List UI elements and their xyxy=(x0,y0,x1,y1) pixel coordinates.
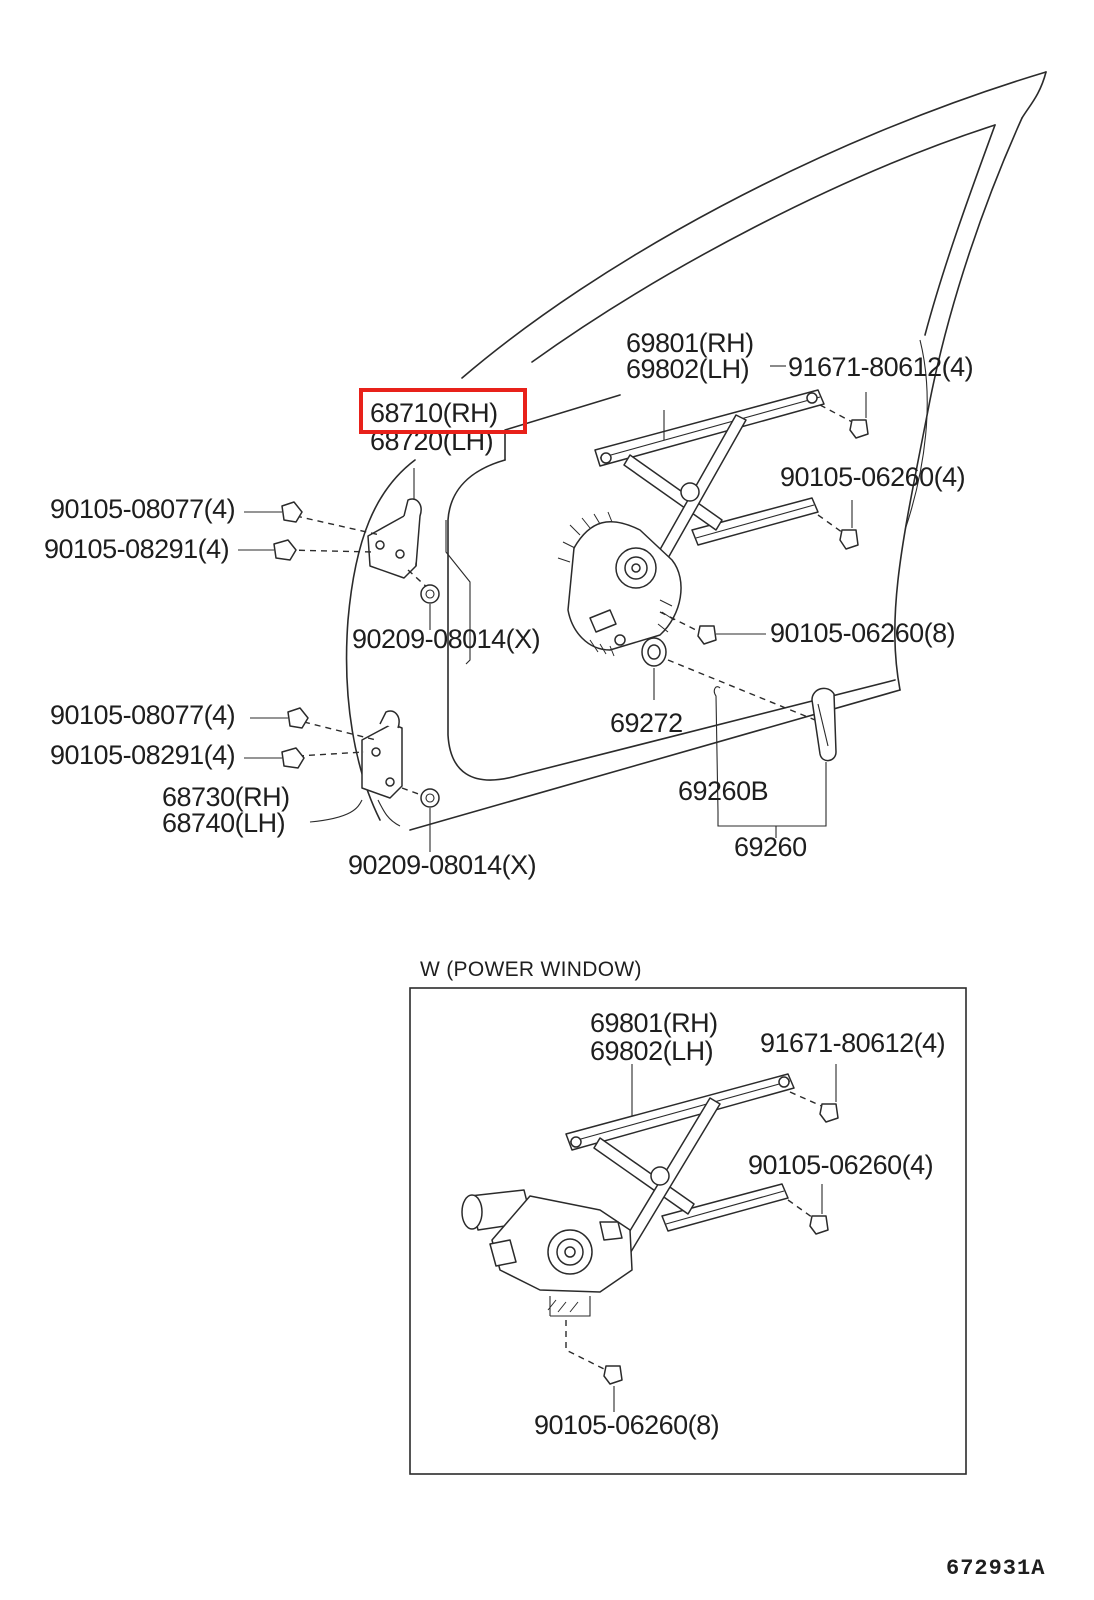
label-hinge-lower-bolt-b: 90105-08291(4) xyxy=(50,740,235,770)
label-hinge-lower-lh: 68740(LH) xyxy=(162,808,285,838)
washer-69272 xyxy=(641,637,821,723)
power-window-inset-frame xyxy=(409,987,967,1475)
label-hinge-lower-rh: 68730(RH) xyxy=(162,782,290,812)
selected-part-highlight[interactable] xyxy=(359,388,527,434)
upper-hinge-bolt-a xyxy=(244,501,303,523)
upper-hinge xyxy=(287,468,471,665)
label-handle: 69260 xyxy=(734,832,807,862)
inset-label-regulator-rh: 69801(RH) xyxy=(590,1008,718,1038)
label-handle-sub: 69260B xyxy=(678,776,768,806)
label-hinge-lower-nut: 90209-08014(X) xyxy=(348,850,536,880)
lower-hinge-nut xyxy=(420,788,440,852)
bolt-mid-right xyxy=(817,514,859,550)
window-regulator-power xyxy=(461,1073,795,1371)
label-regulator-bolt: 90105-06260(8) xyxy=(770,618,955,648)
bolt-top-right xyxy=(819,404,869,439)
inset-label-bolt-top-right: 91671-80612(4) xyxy=(760,1028,945,1058)
inset-bolt-bottom xyxy=(603,1365,623,1412)
upper-hinge-nut xyxy=(420,584,440,630)
lower-hinge xyxy=(297,710,425,827)
label-washer: 69272 xyxy=(610,708,683,738)
label-hinge-upper-bolt-a: 90105-08077(4) xyxy=(50,494,235,524)
inset-bolt-top-right xyxy=(789,1064,839,1123)
inset-label-bolt-bottom: 90105-06260(8) xyxy=(534,1410,719,1440)
label-hinge-upper-bolt-b: 90105-08291(4) xyxy=(44,534,229,564)
upper-hinge-bolt-b xyxy=(238,539,297,561)
lower-hinge-bolt-a xyxy=(250,707,309,729)
lower-hinge-bolt-b xyxy=(244,747,305,769)
label-regulator-rh: 69801(RH) xyxy=(626,328,754,358)
diagram-code: 672931A xyxy=(946,1556,1045,1581)
label-hinge-lower-bolt-a: 90105-08077(4) xyxy=(50,700,235,730)
label-hinge-upper-nut: 90209-08014(X) xyxy=(352,624,540,654)
label-bolt-mid-right: 90105-06260(4) xyxy=(780,462,965,492)
label-regulator-lh: 69802(LH) xyxy=(626,354,749,384)
inset-label-regulator-lh: 69802(LH) xyxy=(590,1036,713,1066)
label-bolt-top-right: 91671-80612(4) xyxy=(788,352,973,382)
inset-label-bolt-mid-right: 90105-06260(4) xyxy=(748,1150,933,1180)
window-regulator-manual xyxy=(557,389,825,657)
inset-bolt-mid-right xyxy=(787,1184,829,1235)
bolt-regulator xyxy=(659,611,766,645)
window-crank-handle xyxy=(713,686,837,838)
label-hinge-upper-rh: 68710(RH) xyxy=(370,398,498,428)
inset-title: W (POWER WINDOW) xyxy=(420,958,642,981)
